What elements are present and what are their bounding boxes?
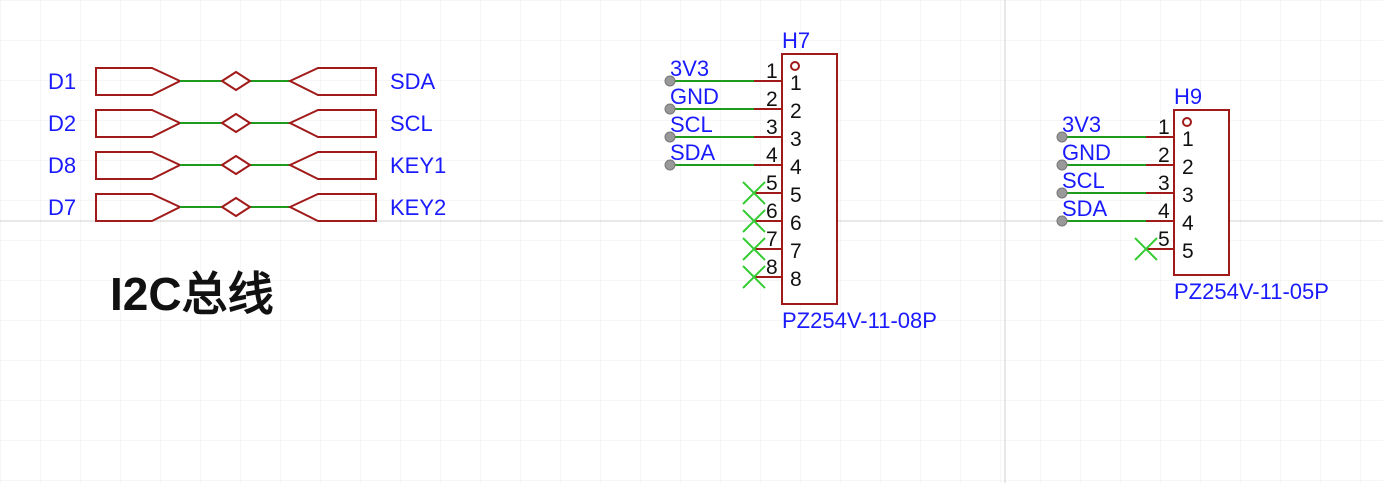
net-port-right-label: KEY1 (390, 153, 446, 178)
connector-wires (670, 80, 754, 166)
pin-number-inner: 3 (1182, 184, 1194, 207)
pin-stubs (1146, 136, 1174, 250)
pin-number-inner: 5 (1182, 240, 1194, 263)
connector-designator: H7 (782, 28, 810, 53)
net-port-left-symbol[interactable] (95, 151, 183, 180)
pin-number-outer: 5 (766, 172, 778, 195)
pin-number-inner: 2 (1182, 156, 1194, 179)
net-label[interactable]: GND (1062, 140, 1111, 165)
net-label[interactable]: SCL (670, 112, 713, 137)
net-label[interactable]: SDA (1062, 196, 1108, 221)
pin-number-outer: 4 (766, 144, 778, 167)
net-port-pair[interactable]: D8 KEY1 (48, 151, 446, 180)
pin-number-outer: 2 (766, 88, 778, 111)
net-port-left-label: D8 (48, 153, 76, 178)
pin-number-outer: 7 (766, 228, 778, 251)
net-port-right-symbol[interactable] (287, 67, 377, 96)
sheet-title: I2C总线 (110, 268, 274, 320)
pin-number-outer: 3 (766, 116, 778, 139)
net-label[interactable]: GND (670, 84, 719, 109)
net-port-right-symbol[interactable] (287, 109, 377, 138)
connector-part-number: PZ254V-11-08P (782, 308, 937, 333)
connector-part-number: PZ254V-11-05P (1174, 279, 1329, 304)
pin-number-inner: 8 (790, 268, 802, 291)
net-port-pair[interactable]: D7 KEY2 (48, 193, 446, 222)
net-ports: D1 SDA D2 SCL D8 KEY1 D7 (48, 67, 446, 222)
net-label[interactable]: SDA (670, 140, 716, 165)
pin-stubs (754, 80, 782, 278)
pin-number-inner: 3 (790, 128, 802, 151)
pin-number-inner: 1 (1182, 128, 1194, 151)
pin-number-outer: 2 (1158, 144, 1170, 167)
pin-number-inner: 2 (790, 100, 802, 123)
net-port-right-label: KEY2 (390, 195, 446, 220)
wire-endpoints (664, 75, 676, 171)
pin-number-outer: 8 (766, 256, 778, 279)
no-connect-markers (742, 181, 766, 289)
pin-number-outer: 3 (1158, 172, 1170, 195)
pin1-marker (790, 61, 800, 71)
net-port-pair[interactable]: D1 SDA (48, 67, 436, 96)
pin-number-inner: 6 (790, 212, 802, 235)
connector-wires (1062, 136, 1146, 222)
connector-designator: H9 (1174, 84, 1202, 109)
no-connect-markers (1134, 237, 1158, 261)
pin-number-outer: 4 (1158, 200, 1170, 223)
net-port-left-symbol[interactable] (95, 67, 183, 96)
pin-number-inner: 5 (790, 184, 802, 207)
pin-number-outer: 6 (766, 200, 778, 223)
connector-body[interactable] (1173, 109, 1230, 276)
net-port-right-label: SDA (390, 69, 436, 94)
pin-number-inner: 7 (790, 240, 802, 263)
net-port-left-label: D7 (48, 195, 76, 220)
net-port-pair[interactable]: D2 SCL (48, 109, 433, 138)
pin-number-inner: 4 (790, 156, 802, 179)
junction-diamond (220, 154, 252, 176)
junction-diamond (220, 112, 252, 134)
wire-endpoints (1056, 131, 1068, 227)
net-port-left-label: D2 (48, 111, 76, 136)
net-port-right-symbol[interactable] (287, 151, 377, 180)
junction-diamond (220, 70, 252, 92)
net-label[interactable]: 3V3 (670, 56, 709, 81)
connector-h7[interactable]: H7 1 2 3 4 5 6 7 8 1 2 3 4 5 6 7 8 (664, 28, 937, 333)
net-port-right-symbol[interactable] (287, 193, 377, 222)
pin1-marker (1182, 117, 1192, 127)
pin-number-outer: 1 (1158, 116, 1170, 139)
junction-diamond (220, 196, 252, 218)
net-label[interactable]: 3V3 (1062, 112, 1101, 137)
net-port-left-symbol[interactable] (95, 109, 183, 138)
connector-h9[interactable]: H9 1 2 3 4 5 1 2 3 4 5 (1056, 84, 1329, 304)
pin-number-inner: 4 (1182, 212, 1194, 235)
pin-number-outer: 1 (766, 60, 778, 83)
net-port-right-label: SCL (390, 111, 433, 136)
pin-number-inner: 1 (790, 72, 802, 95)
net-label[interactable]: SCL (1062, 168, 1105, 193)
net-port-left-label: D1 (48, 69, 76, 94)
connector-body[interactable] (781, 53, 838, 305)
pin-number-outer: 5 (1158, 228, 1170, 251)
net-port-left-symbol[interactable] (95, 193, 183, 222)
